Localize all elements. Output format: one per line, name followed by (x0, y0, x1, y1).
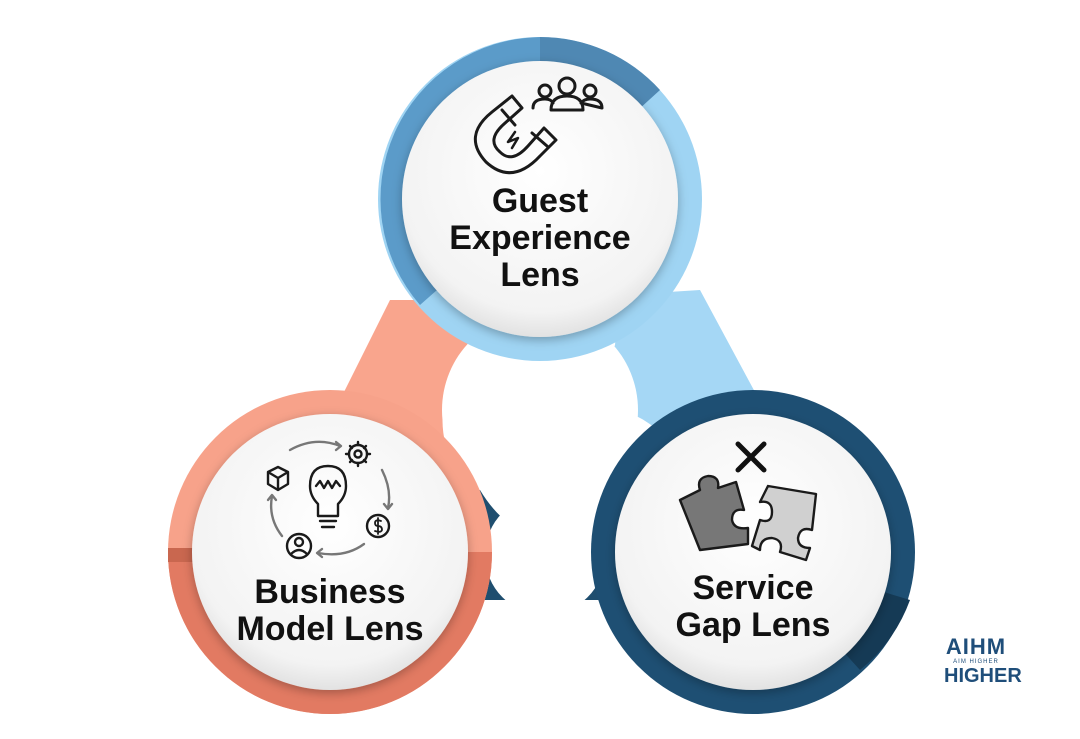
guest-lens-line-3: Lens (500, 256, 580, 294)
service-lens-line-2: Gap Lens (675, 606, 831, 644)
guest-lens-label: Guest Experience Lens (420, 183, 660, 294)
service-lens-label: Service Gap Lens (630, 570, 876, 644)
service-lens-line-1: Service (692, 569, 814, 607)
center-hole (442, 312, 638, 508)
service-lens-disc (615, 414, 891, 690)
business-lens-line-1: Business (254, 573, 406, 611)
business-lens-disc (192, 414, 468, 690)
lower-hole (485, 495, 605, 615)
lightbulb-cycle-icon (266, 440, 394, 560)
business-lens-label: Business Model Lens (210, 574, 450, 648)
magnet-people-icon (473, 76, 604, 175)
guest-lens-line-1: Guest (491, 182, 589, 220)
logo-middle-text: AIM HIGHER (953, 659, 999, 665)
guest-lens-line-2: Experience (449, 219, 631, 257)
logo-top-text: AIHM (945, 634, 1007, 659)
business-lens-line-2: Model Lens (236, 610, 424, 648)
guest-lens-disc (402, 61, 678, 337)
logo-bottom-text: HIGHER (944, 665, 1022, 687)
puzzle-mismatch-icon (678, 441, 818, 562)
aim-higher-logo: AIHM AIM HIGHER HIGHER (944, 634, 1022, 692)
